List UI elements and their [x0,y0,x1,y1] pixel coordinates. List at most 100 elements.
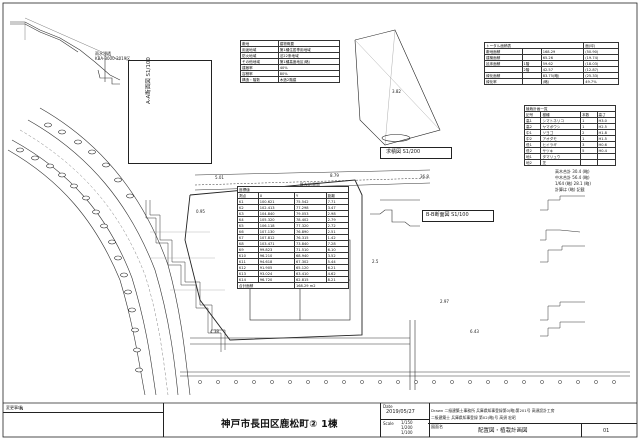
section-aa-frame [128,60,212,164]
tree-symbol [126,193,134,199]
zoning-cell: 構造・階数 [240,76,279,83]
shrub-symbol [414,380,418,384]
road-label: 既存地盤面 [300,182,320,187]
planting-cell [580,159,598,166]
shrub-symbol [450,380,454,384]
coord-total-value: 168.29 m2 [293,282,350,289]
note-line: 計算は (略) 記載 [555,187,585,192]
zoning-table: 敷地建物概要用途地域第1種住居専用地域防火地域法22条地域その他地域第1種高度地… [240,40,341,83]
tree-symbol [128,307,136,313]
section-bb-frame [422,210,494,222]
area-summary-cell [521,78,542,85]
tree-symbol [46,163,54,169]
shrub-symbol [234,380,238,384]
shrub-symbol [342,380,346,384]
shrub-symbol [378,380,382,384]
tree-symbol [82,195,90,201]
shrub-symbol [306,380,310,384]
tree-symbol [108,239,116,245]
tree-symbol [100,223,108,229]
section-bb-title: B-B断面図 S1/100 [426,212,469,218]
tree-symbol [58,129,66,135]
tree-symbol [102,162,110,168]
tree-symbol [133,347,141,353]
tree-symbol [74,139,82,145]
shrub-symbol [252,380,256,384]
shrub-symbol [216,380,220,384]
note-line: 中木合計 56.4 (略) [555,175,590,180]
tree-symbol [31,155,39,161]
dimension-text: 3.82 [392,89,401,94]
shrub-symbol [594,380,598,384]
seisui-code: KBA-3000-2019区 [95,56,131,61]
tree-symbol [114,177,122,183]
revision-header: 変更事項 [6,405,22,410]
planting-cell [596,159,617,166]
planting-cell: 芝 [540,159,582,166]
area-calc-title: 求積図 S1/200 [386,149,421,155]
zoning-row: 構造・階数木造2階建 [240,76,341,83]
tree-symbol [131,327,139,333]
note-line: 1/64 (略) 28.1 (略) [555,181,591,186]
revision-cell: 変更事項 [3,403,164,437]
drawing-name-label: 図面名 [431,424,443,429]
dimension-text: 5.01 [215,175,224,180]
date-label: Date [383,404,393,409]
note-line: 高木合計 30.4 (略) [555,169,590,174]
date-scale-cell: Date 2019/05/27 Scale 1/150 1/200 1/100 [380,403,430,437]
coord-total-label: 合計面積 [237,282,295,289]
office-line-2: 二級建築士 兵庫県知事登録 第02(略)号 高須 宏昭 [431,415,516,420]
tree-symbol [88,149,96,155]
north-label: N [20,407,24,412]
shrub-symbol [270,380,274,384]
tree-symbol [58,172,66,178]
shrub-symbol [396,380,400,384]
tree-symbol [124,289,132,295]
tree-symbol [120,272,128,278]
dimension-text: 0.95 [196,209,205,214]
tree-symbol [70,183,78,189]
dimension-text: 2.97 [440,299,449,304]
title-block: 変更事項 神戸市長田区鹿松町② 1棟 Date 2019/05/27 Scale… [3,403,637,437]
tree-symbol [114,255,122,261]
dimension-text: 4.38 [210,329,219,334]
shrub-symbol [522,380,526,384]
area-summary-cell: 緑化率 [484,78,523,85]
scale-value-1: 1/150 [401,420,413,425]
project-title: 神戸市長田区鹿松町② 1棟 [221,419,338,430]
dimension-text: 36.8 [420,174,429,179]
dimension-text: 2.5 [372,259,379,264]
scale-label: Scale [383,421,394,426]
tree-symbol [135,367,143,373]
office-line-1: Drawn 二級建築士事務所 兵庫県知事登録第0(略)第201号 高須設計工房 [431,408,555,413]
drawing-name: 配置図・植栽計画図 [478,428,528,434]
date-value: 2019/05/27 [386,409,415,415]
section-aa-title: A-A断面図 S1/100 [146,57,152,104]
dimension-text: 6.43 [470,329,479,334]
sheet-number: 01 [603,428,610,434]
shrub-symbol [288,380,292,384]
shrub-symbol [468,380,472,384]
seisui-label: 雨水浸透 [95,51,111,56]
shrub-symbol [558,380,562,384]
shrub-symbol [576,380,580,384]
tree-symbol [44,122,52,128]
area-summary-row: 緑化率(略)49.7% [484,78,619,85]
dimension-text: 8.79 [330,173,339,178]
scale-value-2: 1/200 [401,425,413,430]
shrub-symbol [198,380,202,384]
area-calc-frame [380,147,452,159]
shrub-symbol [540,380,544,384]
scale-value-3: 1/100 [401,430,413,435]
area-summary-cell: 49.7% [583,78,619,85]
shrub-symbol [324,380,328,384]
planting-cell: 地2 [523,159,542,166]
shrub-symbol [504,380,508,384]
shrub-symbol [612,380,616,384]
shrub-symbol [360,380,364,384]
tree-symbol [16,147,24,153]
